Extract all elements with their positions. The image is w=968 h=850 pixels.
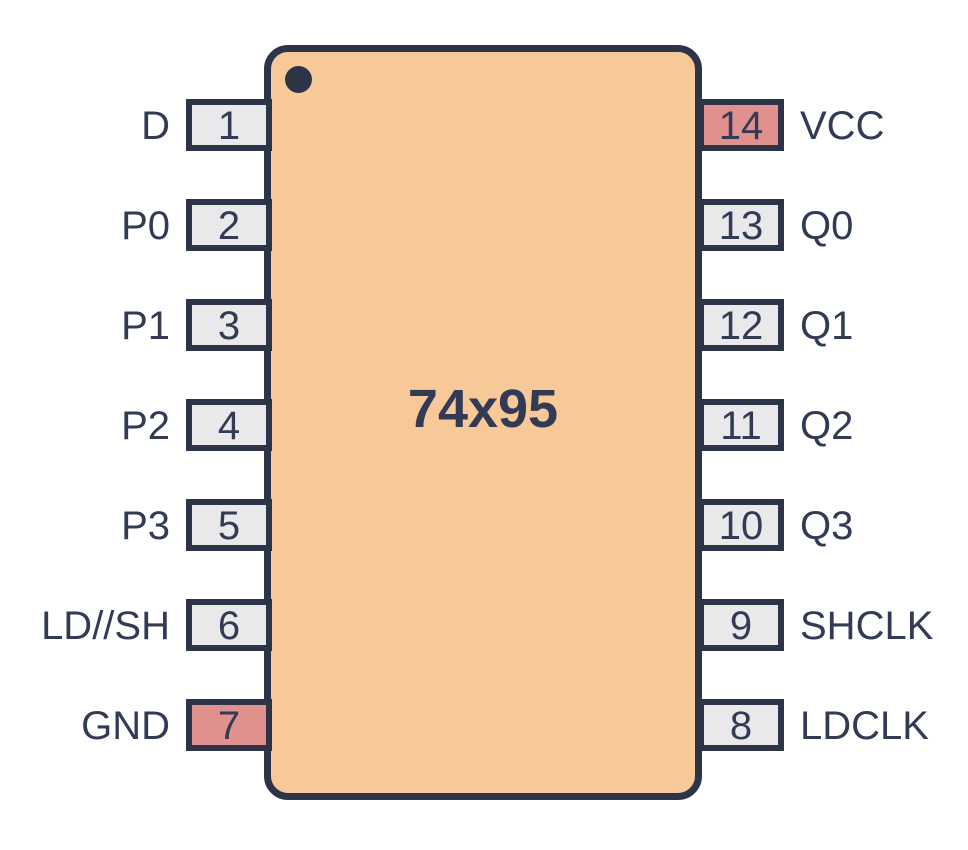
pin-label: SHCLK — [800, 604, 934, 648]
pin-row-6: LD//SH 6 — [0, 599, 968, 651]
pin-number: 8 — [729, 704, 753, 748]
pin-number: 6 — [217, 604, 241, 648]
pin-label: Q0 — [800, 204, 854, 248]
pin-label: Q1 — [800, 304, 854, 348]
pin-number-box: 11 — [698, 399, 784, 451]
pin-row-11: 11 Q2 — [0, 399, 968, 451]
pin-number: 2 — [217, 204, 241, 248]
pin-number: 7 — [217, 704, 241, 748]
pin-row-13: 13 Q0 — [0, 199, 968, 251]
pin-row-8: 8 LDCLK — [0, 699, 968, 751]
pin-row-14: 14 VCC — [0, 99, 968, 151]
pin-row-2: P0 2 — [0, 199, 968, 251]
pin-label: LD//SH — [41, 604, 170, 648]
pin-number-box: 4 — [186, 399, 272, 451]
pin-row-3: P1 3 — [0, 299, 968, 351]
pin-number-box: 14 — [698, 99, 784, 151]
pin-number-box: 1 — [186, 99, 272, 151]
pin-row-10: 10 Q3 — [0, 499, 968, 551]
pin-number-box: 10 — [698, 499, 784, 551]
pin-number-box: 7 — [186, 699, 272, 751]
pin-number-box: 8 — [698, 699, 784, 751]
pin-number: 4 — [217, 404, 241, 448]
pin-number: 12 — [718, 304, 764, 348]
pin-label: GND — [81, 704, 170, 748]
pin-label: P3 — [121, 504, 170, 548]
pin-number-box: 3 — [186, 299, 272, 351]
pin-row-12: 12 Q1 — [0, 299, 968, 351]
pin-number-box: 6 — [186, 599, 272, 651]
pin-number: 9 — [729, 604, 753, 648]
pin-number-box: 12 — [698, 299, 784, 351]
pin-label: Q3 — [800, 504, 854, 548]
pin-label: P2 — [121, 404, 170, 448]
pin-row-4: P2 4 — [0, 399, 968, 451]
pin-number: 5 — [217, 504, 241, 548]
pin-number: 10 — [718, 504, 764, 548]
pin-label: P1 — [121, 304, 170, 348]
pin-label: Q2 — [800, 404, 854, 448]
pin-number-box: 9 — [698, 599, 784, 651]
pin-row-1: D 1 — [0, 99, 968, 151]
pin1-indicator-icon — [285, 66, 312, 93]
pin-number: 3 — [217, 304, 241, 348]
pin-label: VCC — [800, 104, 885, 148]
pin-number: 1 — [217, 104, 241, 148]
pin-number: 14 — [718, 104, 764, 148]
pin-row-7: GND 7 — [0, 699, 968, 751]
pin-number: 11 — [720, 404, 762, 448]
pin-row-9: 9 SHCLK — [0, 599, 968, 651]
pin-row-5: P3 5 — [0, 499, 968, 551]
pin-label: D — [141, 104, 170, 148]
chip-part-number: 74x95 — [407, 379, 559, 439]
pin-number-box: 2 — [186, 199, 272, 251]
pin-number-box: 5 — [186, 499, 272, 551]
pin-label: P0 — [121, 204, 170, 248]
pin-number: 13 — [718, 204, 764, 248]
pin-label: LDCLK — [800, 704, 929, 748]
pin-number-box: 13 — [698, 199, 784, 251]
